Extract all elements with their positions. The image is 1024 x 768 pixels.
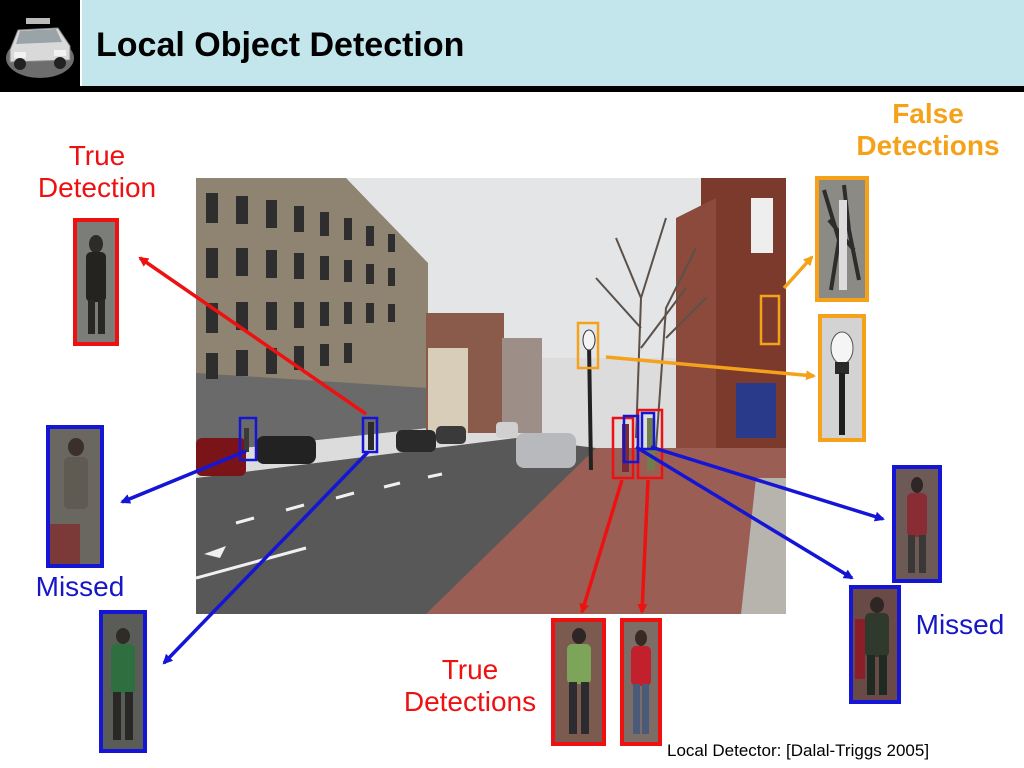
- arrow-missed-left-bottom: [162, 450, 370, 665]
- missed-label-left: Missed: [35, 571, 125, 602]
- true-detections-patch-right: [620, 618, 662, 746]
- false-detections-label: False Detections: [838, 98, 1018, 162]
- title-divider: [0, 86, 1024, 92]
- arrow-true-detections-left: [579, 479, 624, 614]
- missed-patch-left-top: [46, 425, 104, 568]
- citation-credit: Local Detector: [Dalal-Triggs 2005]: [667, 741, 930, 760]
- logo: [0, 0, 80, 90]
- false-detections-label-line2: Detections: [856, 130, 1000, 162]
- true-detection-label-line2: Detection: [37, 172, 157, 204]
- true-detections-label-line1: True: [441, 654, 499, 685]
- arrow-missed-right-bottom: [635, 445, 854, 580]
- missed-patch-left-bottom: [99, 610, 147, 753]
- true-detections-label: True Detections: [388, 654, 552, 718]
- true-detections-label-line2: Detections: [403, 686, 537, 718]
- true-detection-label-line1: True: [68, 140, 126, 171]
- arrow-false-lamp: [605, 355, 816, 381]
- true-detections-patch-left: [551, 618, 606, 746]
- arrow-missed-right-top: [650, 445, 885, 522]
- arrow-true-detections-right: [637, 479, 650, 614]
- missed-label-right: Missed: [915, 609, 1005, 640]
- true-detection-label: True Detection: [22, 140, 172, 204]
- arrow-false-tree: [782, 255, 814, 290]
- false-detections-label-line1: False: [892, 98, 964, 129]
- car-icon: [6, 18, 74, 78]
- page-title: Local Object Detection: [96, 26, 465, 64]
- missed-patch-right-top: [892, 465, 942, 583]
- street-scene-image: [196, 178, 786, 614]
- arrow-missed-left-top: [120, 449, 247, 504]
- true-detection-patch: [73, 218, 119, 346]
- false-detection-patch-lamp: [818, 314, 866, 442]
- missed-patch-right-bottom: [849, 585, 901, 704]
- false-detection-patch-tree: [815, 176, 869, 302]
- arrow-true-detection: [138, 256, 367, 416]
- title-bar: [82, 0, 1024, 86]
